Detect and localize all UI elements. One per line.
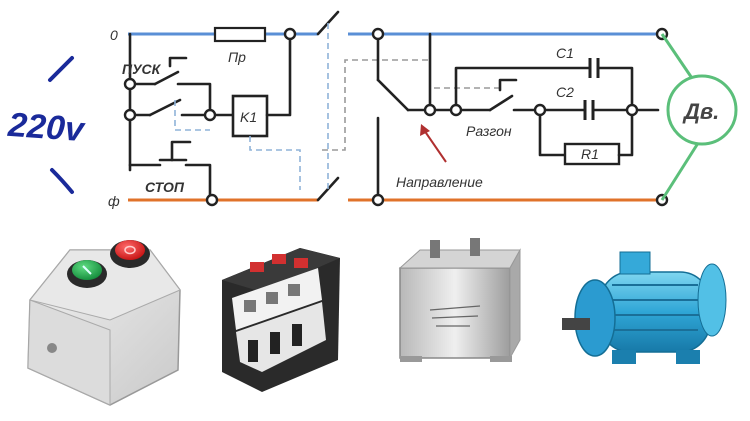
voltage-tick-top [48, 56, 74, 82]
contactor-coil [231, 94, 269, 138]
resistor-label: R1 [581, 146, 599, 162]
zero-line-label: 0 [110, 27, 118, 43]
voltage-annotation: 220v [6, 56, 87, 194]
voltage-tick-bottom [50, 168, 74, 194]
stop-label: СТОП [145, 179, 185, 195]
contactor-label: K1 [240, 109, 257, 125]
start-button-contact [153, 70, 180, 86]
boost-switch [488, 94, 514, 112]
main-switch-bottom [316, 176, 340, 202]
direction-label: Направление [396, 174, 483, 190]
fuse-label: Пр [228, 49, 246, 65]
fuse [213, 26, 267, 43]
direction-switch [376, 78, 410, 112]
contactor-photo [222, 248, 340, 392]
start-label: ПУСК [122, 61, 162, 77]
motor-symbol [666, 74, 738, 146]
motor-label: Дв. [682, 99, 719, 124]
electric-motor-photo [562, 251, 727, 364]
boost-label: Разгон [466, 123, 512, 139]
phase-line-label: ф [108, 193, 120, 209]
capacitor-c1-label: C1 [556, 45, 574, 61]
control-circuit: ПУСК K1 СТОП Пр [122, 26, 500, 207]
voltage-label: 220v [6, 106, 87, 149]
direction-arrow [423, 129, 447, 163]
capacitor-photo [398, 238, 521, 362]
motor-circuit: Направление Разгон C1 C2 R1 [371, 27, 738, 207]
push-button-station-photo [27, 240, 181, 406]
capacitor-c2-label: C2 [556, 84, 574, 100]
